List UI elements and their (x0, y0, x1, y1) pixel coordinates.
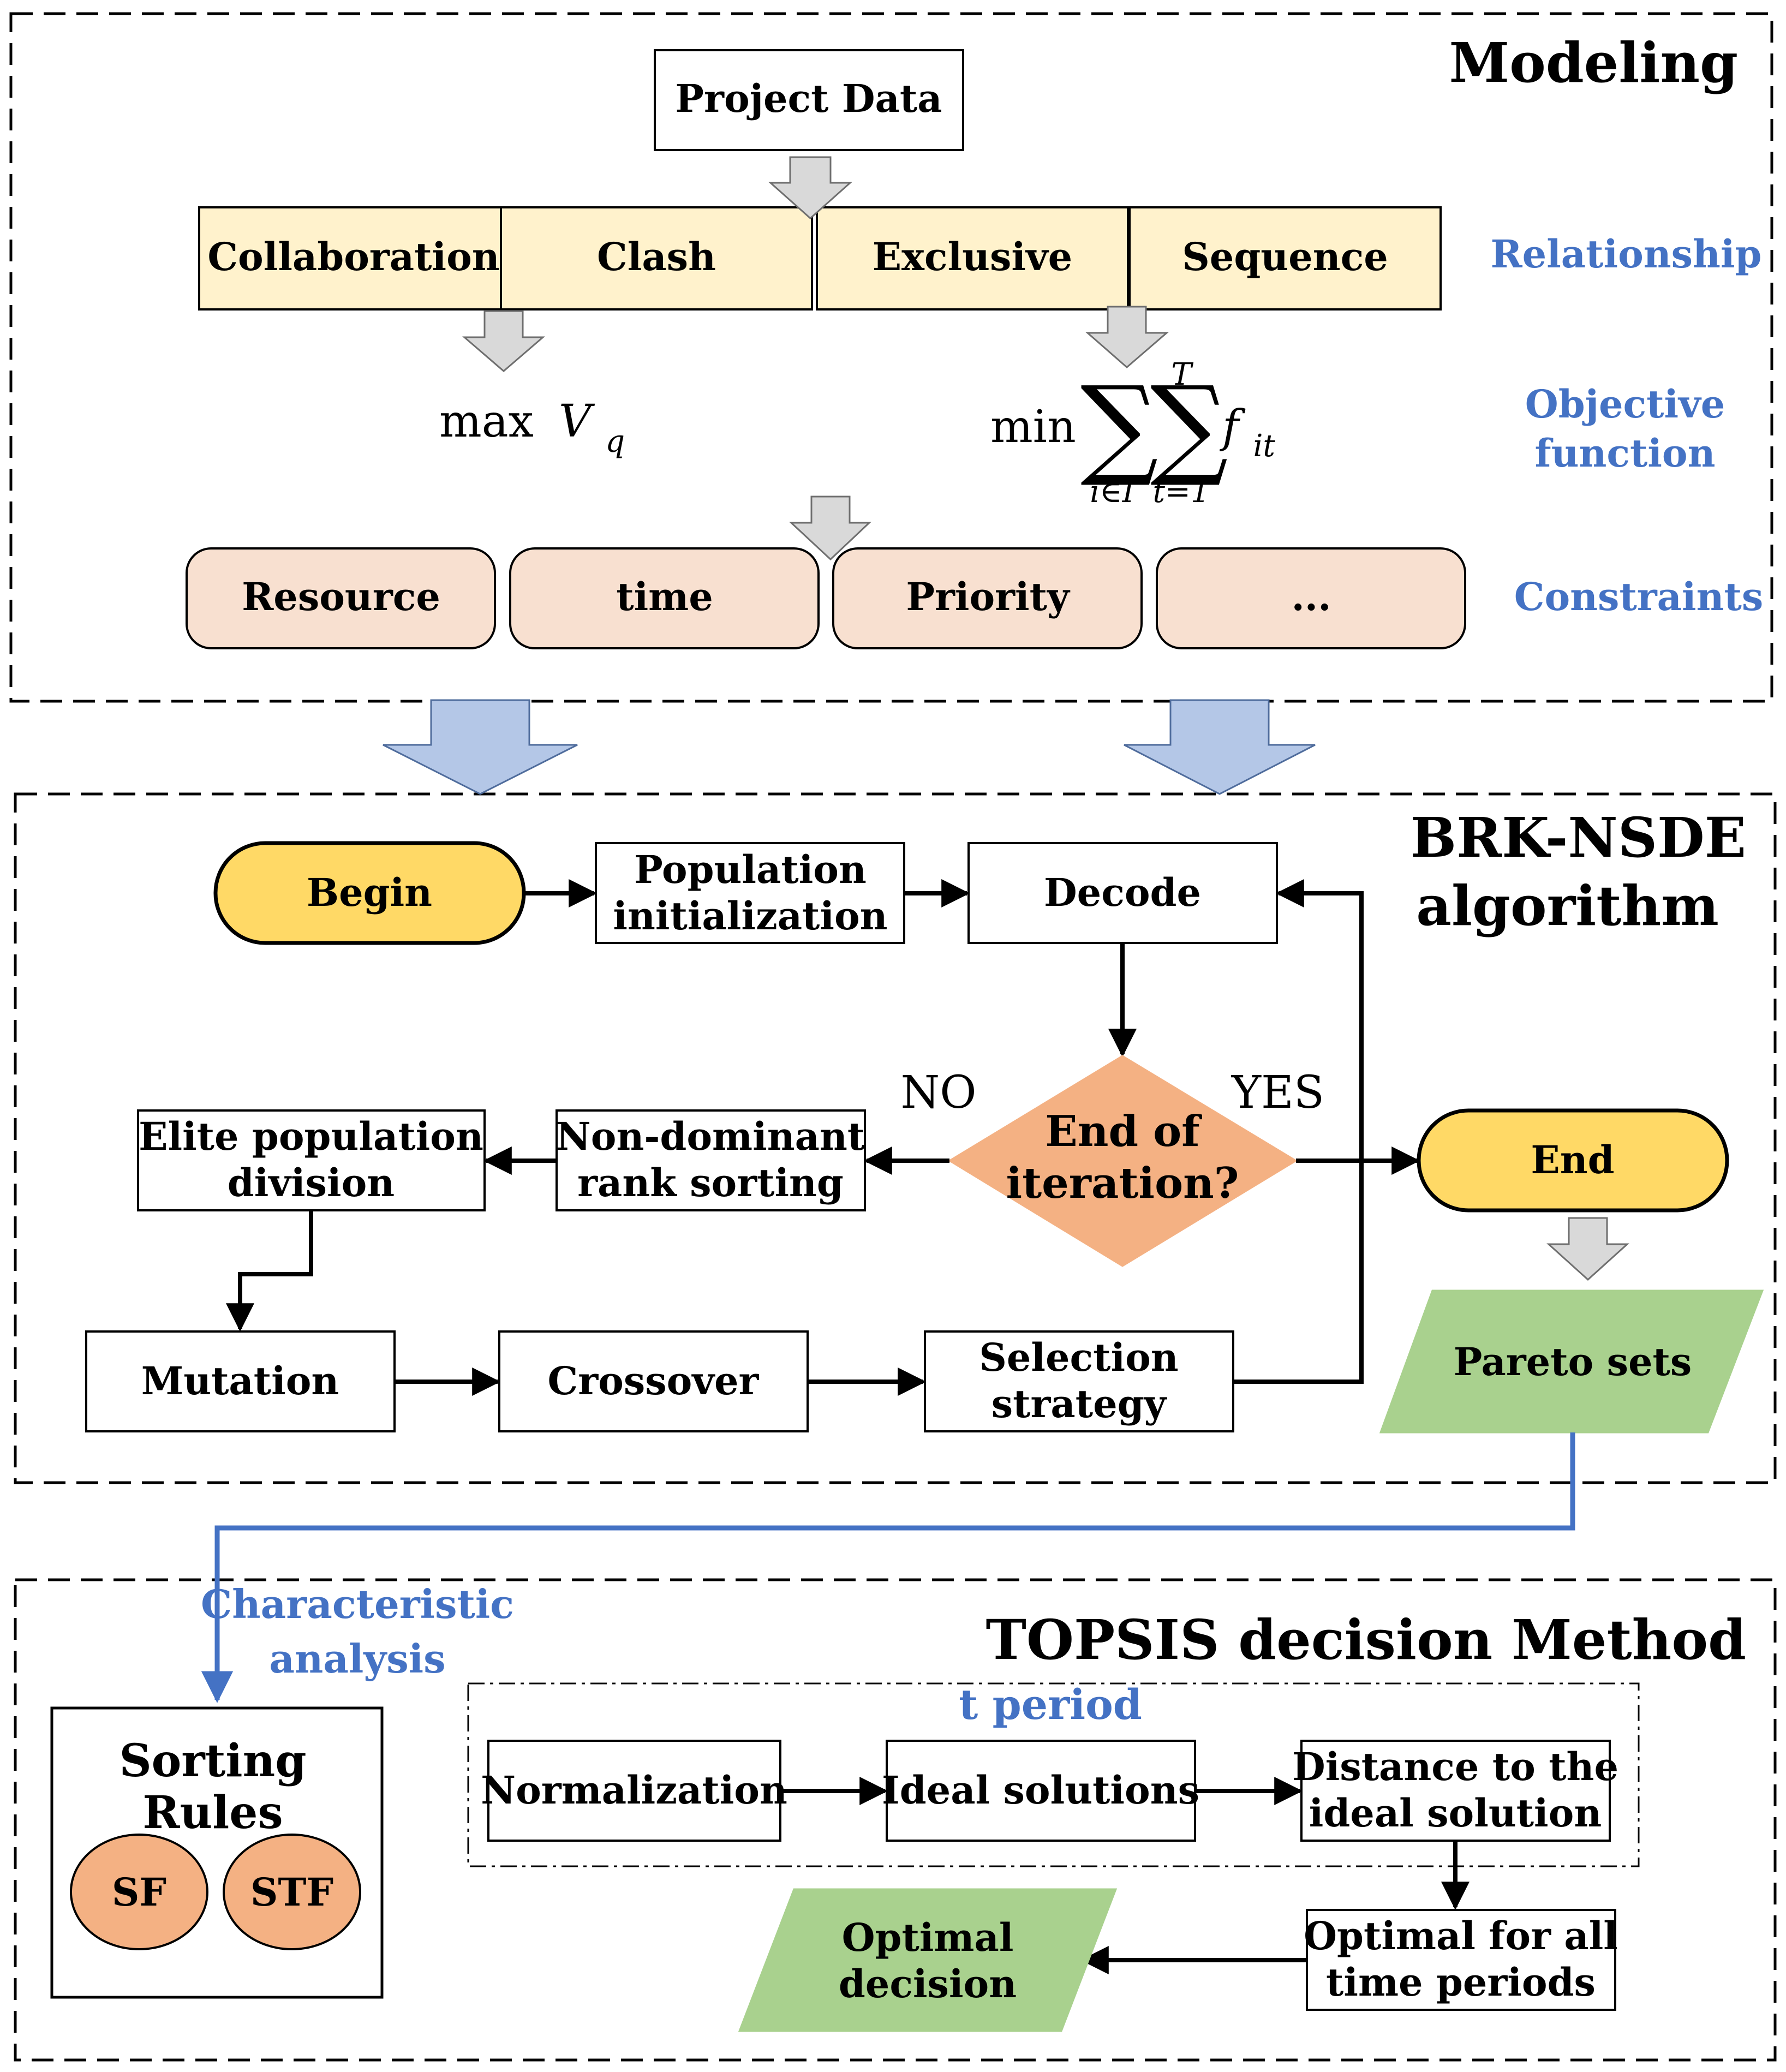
loop-back-connector (1233, 879, 1364, 1384)
down-arrow-icon (1085, 306, 1169, 368)
modeling-section-frame (9, 12, 1773, 703)
relationship-box-collaboration (198, 206, 511, 310)
constraint-box-more (1156, 547, 1466, 649)
decision-line1: End of (1045, 1107, 1202, 1156)
relationship-sequence: Sequence (1182, 234, 1388, 279)
down-arrow-icon (789, 495, 871, 561)
optimal-all-line2: time periods (1326, 1960, 1596, 2005)
sf-rule-label: SF (112, 1870, 166, 1915)
relationship-boxes: Collaboration Clash Exclusive Sequence (198, 206, 1442, 310)
characteristic-analysis-line1: Characteristic (201, 1581, 514, 1627)
constraint-box-time (509, 547, 820, 649)
end-of-iteration-decision (948, 1055, 1298, 1267)
optimal-decision-line1: Optimal (842, 1915, 1014, 1960)
decode-label: Decode (1044, 870, 1201, 915)
selection-line2: strategy (991, 1381, 1168, 1426)
optimal-all-periods-box (1306, 1909, 1616, 2011)
optimal-decision-output (738, 1888, 1118, 2032)
ideal-solutions-box (886, 1740, 1196, 1842)
ideal-solutions-label: Ideal solutions (882, 1768, 1199, 1813)
constraint-resource: Resource (242, 574, 440, 619)
normalization-label: Normalization (481, 1768, 787, 1813)
stf-rule-label: STF (250, 1870, 333, 1915)
distance-line2: ideal solution (1309, 1790, 1602, 1836)
constraint-more: ... (1291, 574, 1331, 619)
relationship-box-clash (500, 206, 813, 310)
population-init-line1: Population (634, 847, 867, 892)
constraint-time: time (616, 574, 713, 619)
constraint-boxes: Resource time Priority ... (186, 547, 1466, 649)
sum2-upper-index: T (1171, 357, 1193, 392)
end-label: End (1531, 1137, 1614, 1183)
decision-line2: iteration? (1006, 1159, 1239, 1208)
down-arrow-icon (1546, 1217, 1629, 1281)
sum1-lower-index: i∈I (1090, 474, 1135, 510)
elite-line2: division (228, 1160, 395, 1205)
down-arrow-icon (1124, 699, 1316, 795)
begin-label: Begin (307, 870, 432, 915)
algorithm-title-line2: algorithm (1416, 874, 1719, 938)
project-data-box (654, 49, 964, 151)
sum-icon: ∑ (1080, 363, 1158, 490)
distance-box (1300, 1740, 1611, 1842)
relationship-box-exclusive (816, 206, 1129, 310)
constraints-side-label: Constraints (1514, 574, 1764, 619)
pareto-label: Pareto sets (1454, 1339, 1692, 1384)
mutation-label: Mutation (141, 1358, 339, 1404)
relationship-box-sequence (1128, 206, 1442, 310)
selection-line1: Selection (979, 1335, 1178, 1380)
objective-min-variable: f it (1219, 401, 1275, 464)
down-arrow-icon (768, 156, 852, 220)
topsis-section-frame (14, 1578, 1777, 2062)
down-arrow-icon (383, 699, 578, 795)
optimal-all-line1: Optimal for all (1304, 1913, 1618, 1958)
sf-rule-ellipse (70, 1834, 208, 1950)
objective-min-formula: min ∑ ∑ i∈I T t=1 f it (990, 357, 1275, 510)
crossover-label: Crossover (548, 1358, 760, 1404)
objective-max-formula: max V q (439, 396, 625, 459)
sum2-lower-index: t=1 (1152, 474, 1210, 510)
modeling-title: Modeling (1449, 31, 1738, 95)
t-period-frame (467, 1682, 1640, 1867)
topsis-title: TOPSIS decision Method (985, 1608, 1746, 1672)
constraint-box-priority (832, 547, 1143, 649)
objective-side-label-line1: Objective (1525, 381, 1725, 427)
relationship-exclusive: Exclusive (873, 234, 1072, 279)
objective-min-word: min (990, 401, 1076, 453)
sorting-rules-line2: Rules (142, 1787, 283, 1839)
down-arrow-icon (462, 310, 546, 372)
elite-division-box (137, 1109, 486, 1211)
algorithm-title-line1: BRK-NSDE (1411, 805, 1746, 870)
normalization-box (487, 1740, 781, 1842)
objective-side-label-line2: function (1534, 431, 1715, 476)
sorting-rules-line1: Sorting (119, 1735, 306, 1787)
constraint-box-resource (186, 547, 496, 649)
population-init-box (595, 842, 905, 944)
characteristic-analysis-line2: analysis (269, 1635, 445, 1682)
algorithm-section-frame (14, 792, 1777, 1484)
nondominant-line1: Non-dominant (556, 1114, 865, 1159)
t-period-label: t period (959, 1680, 1142, 1729)
no-label: NO (901, 1067, 977, 1119)
relationship-side-label: Relationship (1490, 231, 1761, 277)
nondominant-line2: rank sorting (577, 1160, 844, 1205)
project-data-label: Project Data (675, 76, 942, 121)
characteristic-analysis-connector (201, 1432, 1575, 1703)
pareto-sets-output (1379, 1289, 1764, 1434)
stf-rule-ellipse (223, 1834, 361, 1950)
relationship-collaboration: Collaboration (207, 234, 499, 279)
sum-icon: ∑ (1150, 363, 1228, 490)
optimal-decision-line2: decision (839, 1961, 1017, 2007)
yes-label: YES (1231, 1067, 1324, 1119)
relationship-clash: Clash (597, 234, 716, 279)
constraint-priority: Priority (906, 574, 1071, 619)
population-init-line2: initialization (613, 893, 887, 939)
distance-line1: Distance to the (1292, 1744, 1618, 1789)
elite-line1: Elite population (139, 1114, 483, 1159)
connector-arrow (226, 1210, 313, 1332)
